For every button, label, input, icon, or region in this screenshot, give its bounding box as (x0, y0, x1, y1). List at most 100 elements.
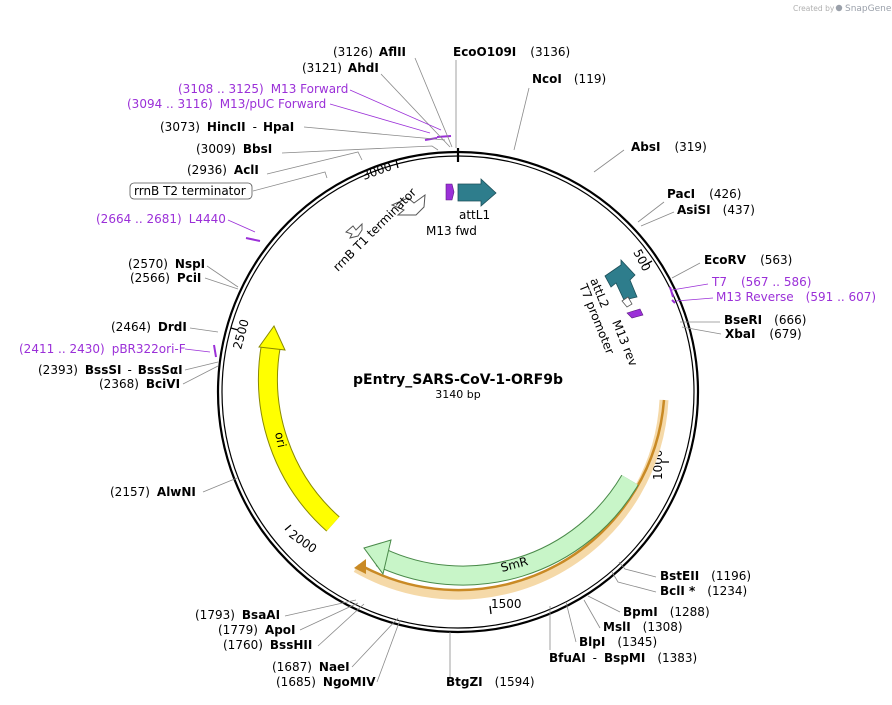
primer-leader-lines (184, 89, 714, 353)
leader-rrnb-t2 (252, 171, 328, 192)
tick-mark-3000 (395, 159, 399, 169)
tick-label-2500: 2500 (230, 318, 251, 351)
leader-drdi (189, 327, 219, 333)
tick-label-3000: 3000 (360, 159, 393, 183)
enzyme-leader-lines (182, 57, 722, 683)
enzyme-label-ncoi[interactable]: NcoI(119) (532, 72, 606, 86)
leader-nspi (206, 265, 239, 288)
tick-mark-500 (644, 260, 653, 266)
leader-bsteii (618, 561, 657, 578)
enzyme-label-aflii[interactable]: (3126)AflII (333, 45, 406, 59)
leader-alwni (202, 477, 238, 493)
primer-label-t7[interactable]: T7(567 .. 586) (711, 275, 811, 289)
enzyme-label-bcivi[interactable]: (2368)BciVI (99, 377, 180, 391)
leader-m13-forward (349, 89, 442, 131)
attl1-arrow (457, 178, 497, 207)
leader-msli (583, 599, 601, 629)
enzyme-label-drdi[interactable]: (2464)DrdI (111, 320, 187, 334)
leader-bpmi (587, 595, 621, 613)
leader-paci (637, 201, 665, 223)
leader-asisi (640, 211, 675, 227)
primer-marker-m13-reverse (671, 299, 676, 304)
enzyme-label-bfuai-bspmi[interactable]: BfuAI-BspMI(1383) (549, 651, 697, 665)
leader-acli (266, 151, 363, 175)
enzyme-label-pcii[interactable]: (2566)PciI (130, 271, 201, 285)
orf-arc (361, 399, 666, 592)
rrnb-t2-terminator-arrow (345, 222, 363, 239)
tick-label-500: 500 (630, 247, 653, 274)
leader-apoi (299, 602, 359, 631)
enzyme-label-xbai[interactable]: XbaI(679) (725, 327, 802, 341)
leader-pbr322ori-f (184, 348, 211, 353)
m13-fwd-primer-arrow (445, 183, 455, 201)
leader-bcli (611, 571, 657, 593)
leader-bsaai (284, 599, 357, 617)
enzyme-label-bsshii[interactable]: (1760)BssHII (223, 638, 312, 652)
leader-m13-puc-forward (329, 103, 431, 134)
leader-pcii (204, 277, 239, 290)
primer-label-l4440[interactable]: (2664 .. 2681)L4440 (96, 212, 226, 226)
primer-marker-l4440 (245, 237, 261, 242)
leader-absi (593, 149, 625, 173)
enzyme-label-ngomiv[interactable]: (1685)NgoMIV (276, 675, 376, 689)
enzyme-label-msli[interactable]: MslI(1308) (603, 620, 683, 634)
enzyme-label-apoi[interactable]: (1779)ApoI (218, 623, 296, 637)
rrnb-t1-terminator-arrow (390, 193, 426, 216)
leader-blpi (565, 601, 577, 643)
enzyme-label-bsteii[interactable]: BstEII(1196) (660, 569, 751, 583)
enzyme-label-blpi[interactable]: BlpI(1345) (579, 635, 657, 649)
enzyme-label-asisi[interactable]: AsiSI(437) (677, 203, 755, 217)
enzyme-label-naei[interactable]: (1687)NaeI (272, 660, 350, 674)
leader-ahdi (380, 73, 451, 148)
orf-arrowhead (354, 559, 366, 574)
feature-label-rrnb-t2[interactable]: rrnB T2 terminator (134, 184, 246, 198)
smr-arrow-body (376, 475, 638, 585)
feature-label-attl1: attL1 (459, 208, 490, 222)
plasmid-size: 3140 bp (435, 388, 480, 401)
leader-ncoi (513, 87, 530, 151)
enzyme-label-bsssi-bsssai[interactable]: (2393)BssSI-BssSαI (38, 363, 183, 377)
leader-bcivi (182, 365, 219, 385)
tick-mark-2500 (230, 327, 239, 331)
leader-l4440 (227, 219, 256, 233)
enzyme-label-alwni[interactable]: (2157)AlwNI (110, 485, 196, 499)
enzyme-label-paci[interactable]: PacI(426) (667, 187, 741, 201)
enzyme-label-ecorv[interactable]: EcoRV(563) (704, 253, 792, 267)
feature-label-rrnb-t1: rrnB T1 terminator (330, 185, 419, 274)
enzyme-label-bsaai[interactable]: (1793)BsaAI (195, 608, 280, 622)
enzyme-label-ahdi[interactable]: (3121)AhdI (302, 61, 379, 75)
primer-marker-pbr322ori-f (213, 344, 217, 358)
enzyme-label-ecoo109i[interactable]: EcoO109I(3136) (453, 45, 570, 59)
feature-label-smr: SmR (499, 554, 529, 575)
leader-naei (351, 617, 399, 668)
primer-label-pbr322ori-f[interactable]: (2411 .. 2430)pBR322ori-F (19, 342, 186, 356)
primer-marker-m13-forward (436, 135, 452, 138)
m13-rev-primer-arrow (626, 308, 644, 319)
leader-bsssi (184, 361, 219, 371)
orf-highlight (353, 399, 669, 600)
leader-ngomiv (376, 619, 401, 683)
tick-label-2000: 2000 (286, 527, 319, 556)
enzyme-label-bbsi[interactable]: (3009)BbsI (196, 142, 272, 156)
leader-xbai (681, 326, 722, 335)
enzyme-label-absi[interactable]: AbsI(319) (631, 140, 707, 154)
primer-label-m13-puc-forward[interactable]: (3094 .. 3116)M13/pUC Forward (127, 97, 326, 111)
enzyme-label-bpmi[interactable]: BpmI(1288) (623, 605, 710, 619)
smr-arrowhead (363, 539, 392, 576)
enzyme-label-acli[interactable]: (2936)AclI (187, 163, 259, 177)
enzyme-label-bseri[interactable]: BseRI(666) (724, 313, 806, 327)
enzyme-label-hincii-hpai[interactable]: (3073)HincII-HpaI (160, 120, 294, 134)
snapgene-logo-icon (835, 4, 843, 12)
primer-label-m13-forward[interactable]: (3108 .. 3125)M13 Forward (178, 82, 348, 96)
primer-label-m13-reverse[interactable]: M13 Reverse(591 .. 607) (716, 290, 876, 304)
enzyme-label-bcli[interactable]: BclI *(1234) (660, 584, 747, 598)
enzyme-label-nspi[interactable]: (2570)NspI (128, 257, 205, 271)
leader-m13-reverse (675, 297, 714, 302)
enzyme-label-btgzi[interactable]: BtgZI(1594) (446, 675, 535, 689)
rrnb-t2-label-box (129, 182, 253, 200)
primer-marker-t7 (669, 286, 674, 298)
leader-aflii (414, 57, 453, 148)
attl2-arrow (604, 258, 638, 301)
